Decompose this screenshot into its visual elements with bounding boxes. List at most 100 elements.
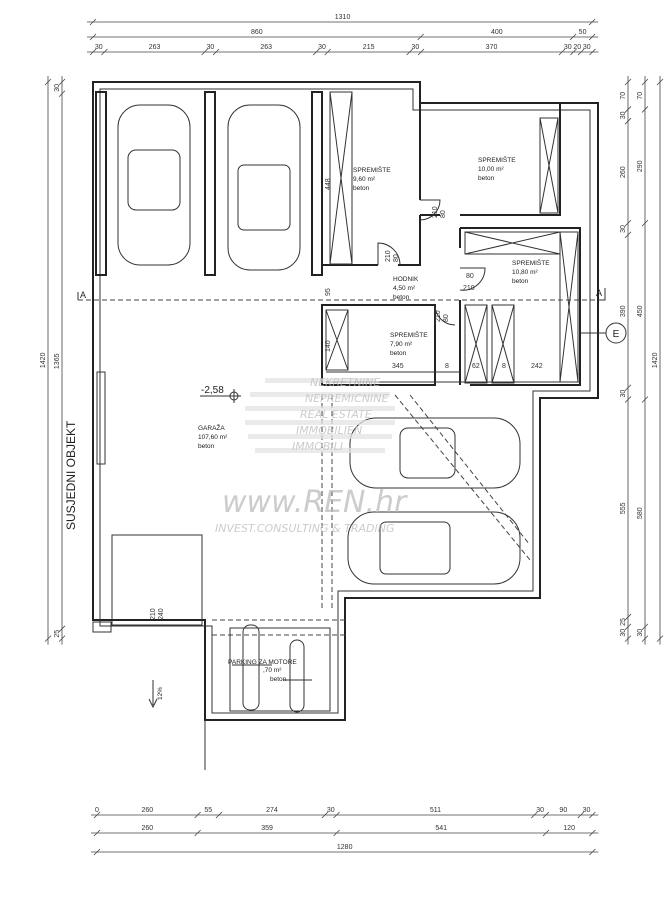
- watermark-tagline: INVEST.CONSULTING & TRADING: [215, 522, 394, 535]
- section-line-a: A A: [77, 288, 606, 301]
- grid-axis-label: E: [613, 329, 620, 340]
- dimension-tick: [656, 635, 664, 642]
- dimension-tick: [588, 18, 596, 26]
- dim-label: 345: [392, 363, 404, 370]
- dimension-label: 30: [95, 44, 103, 51]
- watermark-text: REAL ESTATE: [300, 408, 372, 421]
- motorcycle-icon: [232, 624, 272, 711]
- dimension-tick: [589, 829, 596, 837]
- room-floor: beton: [198, 443, 215, 450]
- cars: [117, 104, 521, 713]
- room-area: 10,80 m²: [512, 269, 538, 276]
- dimension-tick: [624, 623, 632, 631]
- dimension-tick: [577, 811, 585, 819]
- dimension-label: 1420: [40, 352, 47, 368]
- door-height: 210: [463, 285, 475, 292]
- watermark-site: www.REN.hr: [222, 485, 408, 520]
- arrow-down-icon: [148, 680, 158, 709]
- dimension-tick: [589, 48, 596, 56]
- dimension-tick: [624, 613, 632, 621]
- watermark-text: IMMOBILI: [292, 440, 343, 453]
- dimension-label: 511: [430, 807, 441, 814]
- dimension-tick: [624, 231, 632, 239]
- dimension-tick: [569, 33, 577, 41]
- dimension-label: 541: [435, 825, 447, 832]
- dimension-label: 0: [95, 807, 99, 814]
- dimension-label: 274: [266, 807, 278, 814]
- room-name: SPREMIŠTE: [512, 258, 550, 267]
- dimension-tick: [333, 829, 340, 837]
- dimension-tick: [417, 33, 424, 41]
- room-name: GARAŽA: [198, 423, 225, 432]
- room-floor: beton: [512, 278, 529, 285]
- dimension-label: 30: [637, 629, 644, 637]
- section-label-left: A: [80, 290, 86, 300]
- slope-marker: 12%: [148, 680, 164, 709]
- dimension-tick: [58, 635, 66, 642]
- motorcycle-icon: [283, 639, 312, 713]
- dimension-label: 1280: [337, 844, 353, 851]
- dimension-tick: [101, 48, 108, 56]
- dimension-tick: [531, 811, 538, 819]
- dimension-tick: [93, 829, 101, 837]
- dimension-tick: [588, 33, 596, 41]
- dimension-label: 1310: [335, 14, 351, 21]
- dimension-label: 555: [620, 502, 627, 514]
- dimension-tick: [89, 18, 97, 26]
- dimension-label: 25: [54, 630, 61, 638]
- watermark-text: IMMOBILIEN: [296, 424, 362, 437]
- doors: [377, 199, 486, 326]
- dimension-label: 30: [411, 44, 419, 51]
- dim-label: 62: [472, 363, 480, 370]
- dimension-label: 1365: [54, 353, 61, 369]
- level-label: -2,58: [201, 385, 224, 396]
- room-area: 4,50 m²: [393, 285, 416, 292]
- room-floor: beton: [353, 185, 370, 192]
- room-floor: beton: [270, 676, 287, 683]
- dimension-tick: [624, 219, 632, 227]
- dimension-tick: [624, 78, 632, 86]
- level-marker: -2,58: [200, 385, 241, 403]
- watermark-text: NEKRETNINE: [310, 376, 380, 389]
- dimension-label: 70: [637, 92, 644, 100]
- dimension-tick: [44, 78, 52, 86]
- dimension-tick: [624, 635, 632, 642]
- dimension-tick: [641, 106, 649, 113]
- dimension-tick: [194, 829, 201, 837]
- room-name: HODNIK: [393, 276, 419, 283]
- dimension-tick: [417, 48, 425, 56]
- dimension-tick: [406, 48, 413, 56]
- room-area: 9,60 m²: [353, 176, 376, 183]
- dimension-tick: [641, 219, 649, 227]
- dimension-tick: [58, 78, 66, 86]
- dim-label: 8: [502, 363, 506, 370]
- car-icon: [227, 104, 301, 271]
- dimension-label: 30: [327, 807, 335, 814]
- ramp: [111, 394, 531, 712]
- dimension-tick: [44, 635, 52, 642]
- dimension-label: 90: [559, 807, 567, 814]
- dimension-tick: [558, 48, 566, 56]
- dimension-label: 30: [583, 807, 591, 814]
- dimension-label: 30: [318, 44, 326, 51]
- storage-walls: [321, 91, 581, 386]
- dimension-label: 260: [141, 807, 153, 814]
- room-floor: beton: [390, 350, 407, 357]
- room-labels: SPREMIŠTE 9,60 m² beton SPREMIŠTE 10,00 …: [198, 155, 550, 683]
- dimension-label: 260: [620, 166, 627, 178]
- dimension-label: 25: [620, 618, 627, 626]
- watermark-stripes: [245, 378, 395, 453]
- dimension-label: 359: [261, 825, 273, 832]
- dimension-label: 30: [620, 629, 627, 637]
- dimension-tick: [201, 48, 208, 56]
- dimension-label: 50: [579, 29, 587, 36]
- dimension-label: 30: [583, 44, 591, 51]
- dimension-tick: [324, 48, 331, 56]
- dimension-label: 370: [486, 44, 498, 51]
- dimension-tick: [577, 48, 585, 56]
- door-width: 80: [440, 210, 447, 218]
- dimension-tick: [542, 829, 550, 837]
- dimension-label: 20: [573, 44, 581, 51]
- dimension-label: 263: [149, 44, 161, 51]
